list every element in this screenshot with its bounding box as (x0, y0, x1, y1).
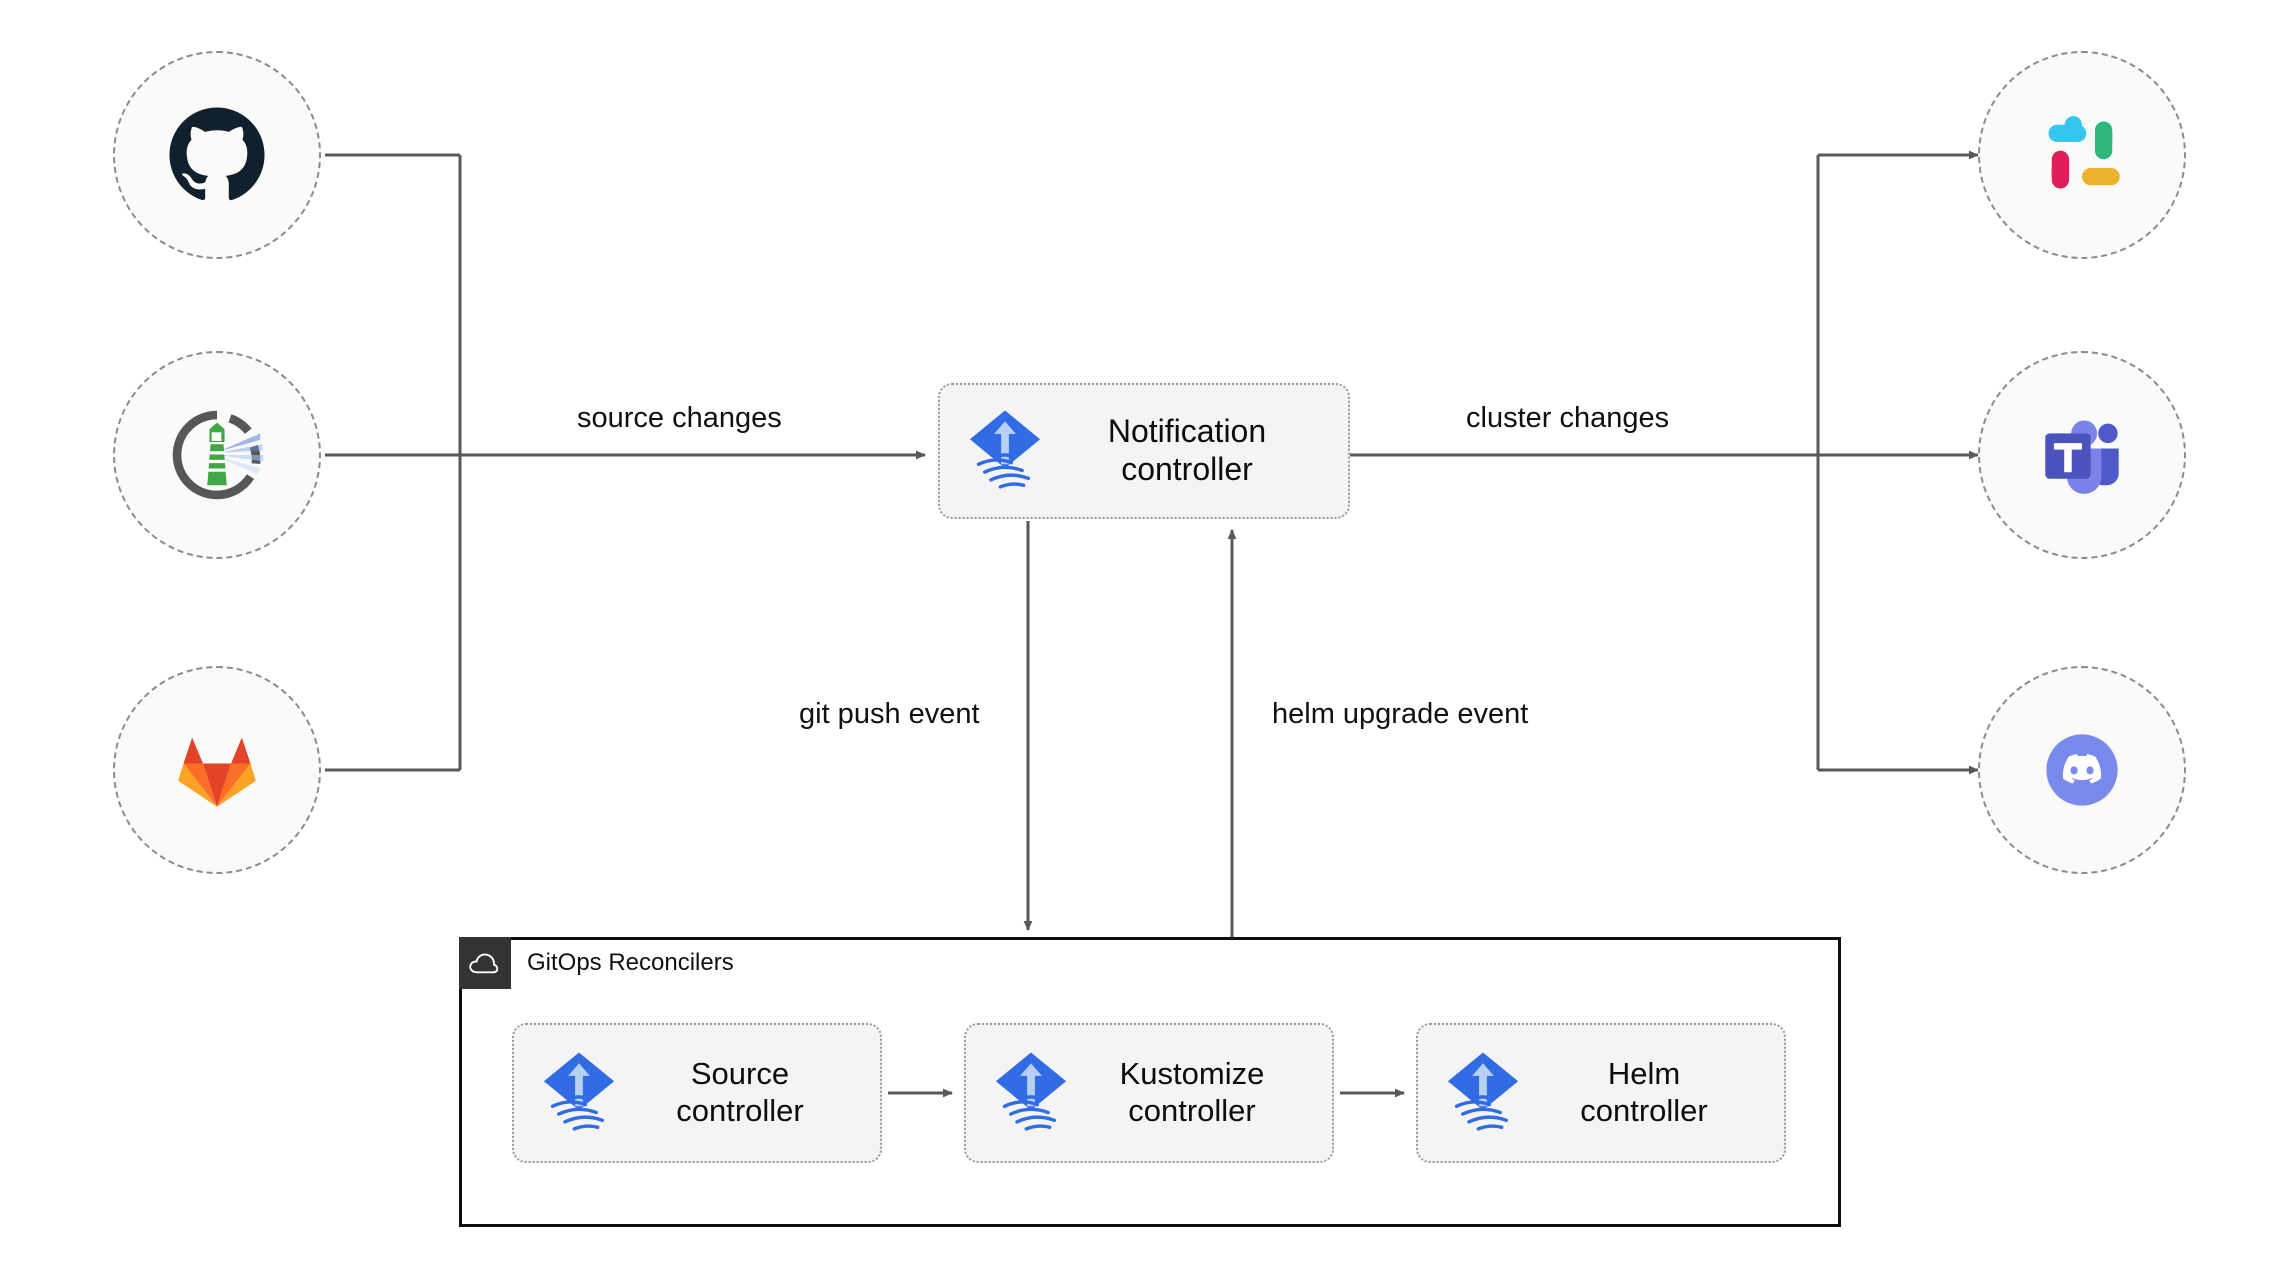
source-node-github[interactable] (113, 51, 321, 259)
edge-label-git-push-event: git push event (799, 698, 980, 730)
notification-controller-node[interactable]: Notification controller (938, 383, 1350, 519)
slack-icon (2048, 116, 2120, 189)
flux-logo-icon (969, 410, 1041, 489)
source-node-gitlab[interactable] (113, 666, 321, 874)
kustomize-controller-label: Kustomize controller (1119, 1056, 1265, 1128)
gitops-reconcilers-container (459, 937, 1841, 1227)
edge-label-source-changes: source changes (577, 402, 782, 434)
source-controller-node[interactable]: Source controller (512, 1023, 882, 1163)
cloud-icon (469, 953, 499, 974)
notification-controller-label: Notification controller (1107, 413, 1267, 487)
gitlab-icon (178, 737, 256, 807)
gitops-reconcilers-header: GitOps Reconcilers (459, 937, 734, 989)
source-controller-label: Source controller (676, 1056, 804, 1128)
discord-icon (2046, 734, 2118, 806)
helm-controller-label: Helm controller (1580, 1056, 1708, 1128)
target-node-teams[interactable] (1978, 351, 2186, 559)
helm-controller-node[interactable]: Helm controller (1416, 1023, 1786, 1163)
gitops-icon-tile (459, 937, 511, 989)
target-node-slack[interactable] (1978, 51, 2186, 259)
edge-label-cluster-changes: cluster changes (1466, 402, 1670, 434)
microsoft-teams-icon (2045, 420, 2119, 494)
lighthouse-icon (172, 410, 264, 500)
github-icon (169, 107, 265, 201)
flux-logo-icon (1447, 1052, 1519, 1131)
flux-logo-icon (995, 1052, 1067, 1131)
target-node-discord[interactable] (1978, 666, 2186, 874)
gitops-reconcilers-title: GitOps Reconcilers (527, 949, 734, 976)
source-node-flux-lighthouse[interactable] (113, 351, 321, 559)
kustomize-controller-node[interactable]: Kustomize controller (964, 1023, 1334, 1163)
edge-label-helm-upgrade-event: helm upgrade event (1272, 698, 1529, 730)
flux-logo-icon (543, 1052, 615, 1131)
